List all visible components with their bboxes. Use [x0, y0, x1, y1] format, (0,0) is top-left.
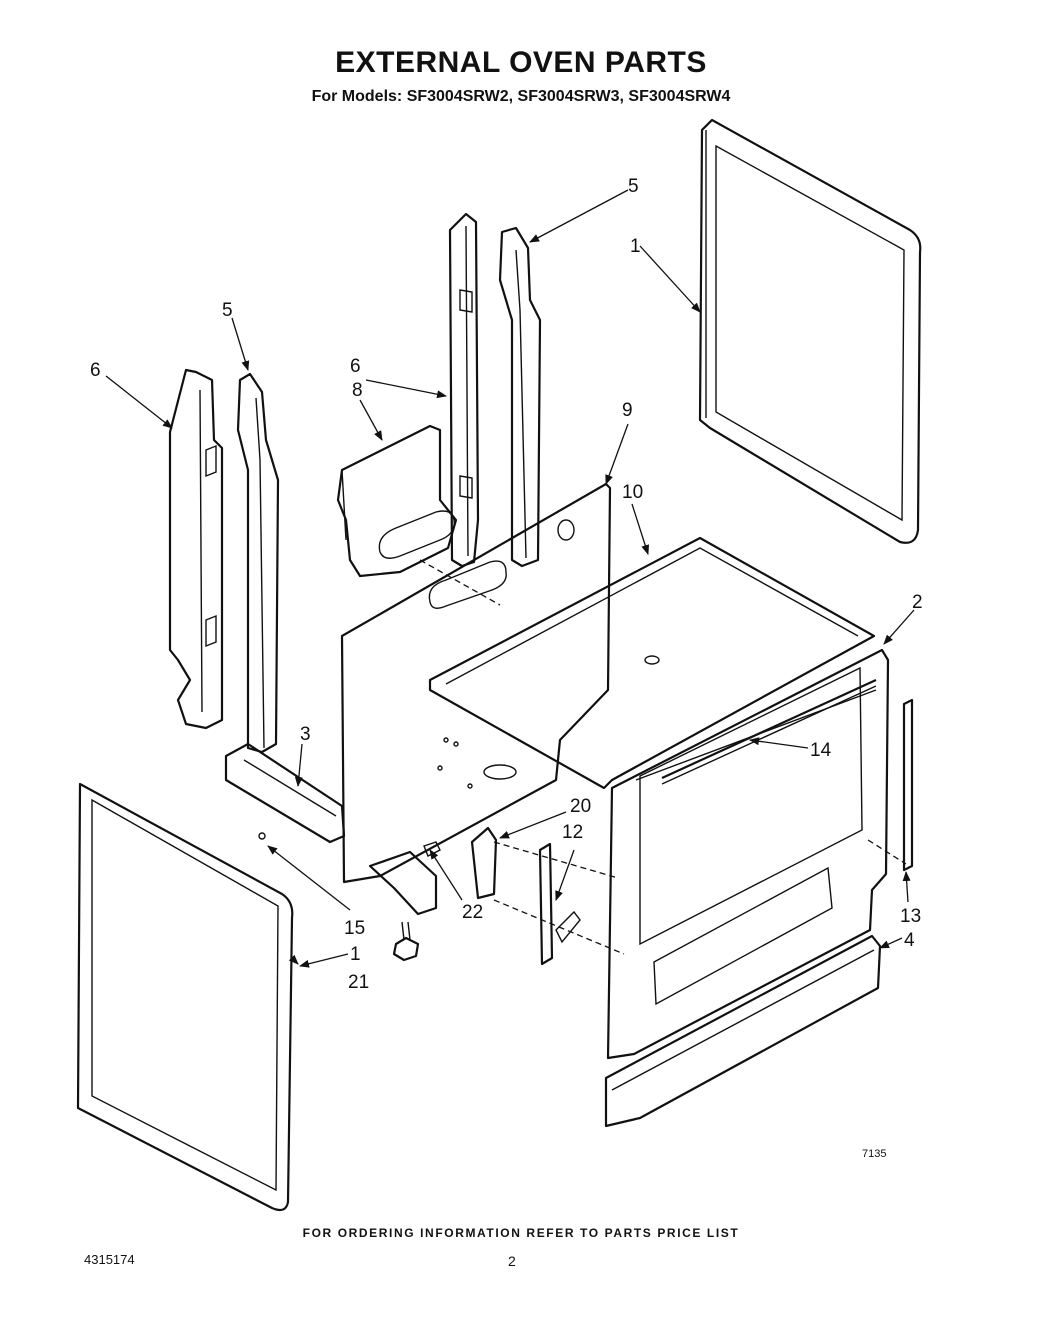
- part-kick-plate: [604, 934, 882, 1128]
- callout-12: 12: [562, 822, 583, 843]
- callout-2: 2: [912, 592, 923, 613]
- callout-14: 14: [810, 740, 832, 761]
- callout-10: 10: [622, 482, 643, 503]
- callout-1-lower: 1: [350, 944, 361, 965]
- callout-5-center: 5: [628, 176, 639, 197]
- document-number: 4315174: [84, 1252, 135, 1267]
- callout-21: 21: [348, 972, 369, 993]
- callout-15: 15: [344, 918, 365, 939]
- assembly-lines: [419, 559, 907, 955]
- part-trim-strip: [902, 698, 914, 872]
- part-bracket: [470, 826, 498, 900]
- callout-20: 20: [570, 796, 591, 817]
- callout-9: 9: [622, 400, 633, 421]
- callout-4: 4: [904, 930, 915, 951]
- page-number: 2: [508, 1253, 516, 1269]
- part-side-panel-left: [76, 782, 294, 1212]
- callout-numbers: 1 1 2 3 4 5 5 6 6 8 9 10 12 13 14 15 20 …: [90, 176, 923, 993]
- part-front-frame: [606, 648, 890, 1060]
- part-front-rail-left: [168, 368, 224, 730]
- page-title: EXTERNAL OVEN PARTS: [335, 46, 707, 79]
- callout-6-left: 6: [90, 360, 101, 381]
- callout-13: 13: [900, 906, 921, 927]
- callout-22: 22: [462, 902, 483, 923]
- part-support: [538, 842, 581, 966]
- callout-1-upper: 1: [630, 236, 641, 257]
- part-front-rail-center: [448, 212, 480, 568]
- part-back-panel: [340, 482, 612, 884]
- part-vent-duct: [336, 424, 458, 578]
- ordering-note: FOR ORDERING INFORMATION REFER TO PARTS …: [302, 1226, 740, 1240]
- model-list: For Models: SF3004SRW2, SF3004SRW3, SF30…: [311, 88, 731, 105]
- part-leg-bracket: [368, 841, 441, 916]
- part-bottom-rail: [224, 742, 346, 844]
- callout-5-left: 5: [222, 300, 233, 321]
- callout-8: 8: [352, 380, 363, 401]
- callout-3: 3: [300, 724, 311, 745]
- part-hinge-bracket-center: [498, 226, 542, 568]
- drawing-number: 7135: [862, 1148, 887, 1160]
- part-screw: [258, 832, 266, 840]
- part-top-panel: [428, 536, 876, 790]
- leader-lines: [105, 189, 915, 968]
- part-side-panel-right: [698, 118, 922, 544]
- callout-6-center: 6: [350, 356, 361, 377]
- part-hinge-bracket-left: [236, 372, 280, 754]
- part-trim-strip-upper: [661, 678, 877, 785]
- part-leveling-leg: [392, 921, 420, 962]
